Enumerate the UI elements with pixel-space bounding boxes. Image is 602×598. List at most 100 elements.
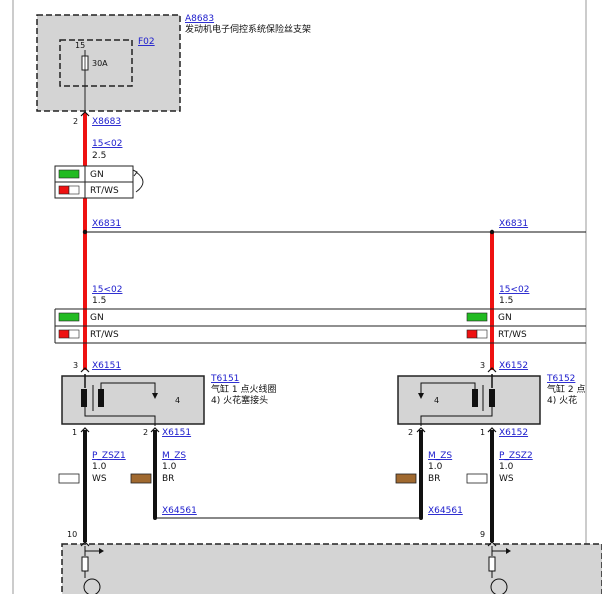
coil-right-inner-pin: 4: [434, 396, 439, 405]
coil-left-pin-b: 2: [143, 428, 148, 437]
wire-left-b-circuit[interactable]: M_ZS: [162, 451, 186, 461]
coil-left-pin-a: 1: [72, 428, 77, 437]
wire-right-b-circuit[interactable]: P_ZSZ2: [499, 451, 533, 461]
color-swatch-green-left: [58, 312, 80, 322]
coil-left-chevron-a: [80, 427, 90, 433]
coil-left-bottom-conn[interactable]: X6151: [162, 428, 191, 438]
wire-right-a-size: 1.0: [428, 462, 443, 472]
top-connector-pin: 2: [73, 117, 78, 126]
ecu-pin-right: 9: [480, 530, 485, 539]
legend-mid-right-color2: RT/WS: [498, 330, 527, 340]
coil-left-chevron-top: [80, 367, 90, 373]
twist-arrow-icon: [135, 171, 144, 193]
fuse-box: [59, 39, 133, 87]
color-swatch-white-right: [476, 329, 488, 339]
wire-left-size: 1.5: [92, 296, 106, 306]
coil-left-top-conn[interactable]: X6151: [92, 361, 121, 371]
wire-right-circuit[interactable]: 15<02: [499, 285, 529, 295]
coil-right-output-line: [420, 382, 476, 395]
coil-right-id[interactable]: T6152: [546, 374, 575, 384]
legend-top-color2: RT/WS: [90, 186, 119, 196]
ecu-pin-left: 10: [67, 530, 77, 539]
ecu-left-arrow-icon: [99, 548, 104, 554]
coil-left-inner-pin: 4: [175, 396, 180, 405]
ground-splice-right-id[interactable]: X64561: [428, 506, 463, 516]
ground-splice-dot-left: [153, 516, 157, 520]
coil-right-return-line: [420, 407, 493, 426]
coil-right-arrow-icon: [418, 393, 424, 399]
fuse-pin: 15: [75, 41, 85, 50]
wire-right-b-size: 1.0: [499, 462, 514, 472]
wire-top-circuit[interactable]: 15<02: [92, 139, 122, 149]
coil-left-arrow-icon: [152, 393, 158, 399]
wire-left-b-size: 1.0: [162, 462, 177, 472]
splice-left-id[interactable]: X6831: [92, 219, 121, 229]
color-swatch-red-right: [466, 329, 478, 339]
coil-right-primary-icon: [489, 389, 495, 407]
ecu-chevron-left: [80, 541, 90, 547]
splice-dot-left: [82, 229, 88, 235]
ecu-left-resistor-icon: [81, 556, 89, 572]
ecu-chevron-right: [487, 541, 497, 547]
wire-left-circuit[interactable]: 15<02: [92, 285, 122, 295]
coil-right-chevron-a: [416, 427, 426, 433]
ground-splice-left-id[interactable]: X64561: [162, 506, 197, 516]
ground-splice-dot-right: [419, 516, 423, 520]
color-swatch-green-right: [466, 312, 488, 322]
splice-dot-right: [489, 229, 495, 235]
coil-right-top-pin: 3: [480, 361, 485, 370]
wire-left-a-color: WS: [92, 474, 107, 484]
coil-right-name: 气缸 2 点: [547, 383, 585, 395]
coil-left-return-line: [84, 407, 156, 426]
coil-left-name: 气缸 1 点火线圈: [211, 383, 276, 395]
ecu-box[interactable]: [61, 543, 602, 598]
wire-right-a-color: BR: [428, 474, 440, 484]
twist-arrow-head-icon: [132, 169, 138, 177]
color-swatch-white-left: [68, 329, 80, 339]
coil-right-top-conn[interactable]: X6152: [499, 361, 528, 371]
color-swatch-ws-right: [466, 473, 488, 484]
color-swatch-green: [58, 169, 80, 179]
coil-left-primary-icon: [81, 389, 87, 407]
coil-left-secondary-icon: [98, 389, 104, 407]
color-swatch-red: [58, 185, 70, 195]
fuse-id[interactable]: F02: [138, 37, 155, 47]
coil-right-chevron-top: [487, 367, 497, 373]
coil-right-bottom-conn[interactable]: X6152: [499, 428, 528, 438]
color-swatch-br-left: [130, 473, 152, 484]
wire-right-a-circuit[interactable]: M_ZS: [428, 451, 452, 461]
color-swatch-ws-left: [58, 473, 80, 484]
color-swatch-white: [68, 185, 80, 195]
wire-right-size: 1.5: [499, 296, 513, 306]
coil-left-chevron-b: [150, 427, 160, 433]
coil-left-output-line: [100, 382, 156, 395]
connector-chevron-top: [80, 111, 90, 117]
fuse-carrier-box: [36, 14, 181, 112]
fuse-carrier-title: 发动机电子伺控系统保险丝支架: [185, 23, 311, 35]
legend-mid-left-color1: GN: [90, 313, 104, 323]
wire-left-b-color: BR: [162, 474, 174, 484]
coil-right-secondary-icon: [472, 389, 478, 407]
color-swatch-red-left: [58, 329, 70, 339]
legend-mid-left-color2: RT/WS: [90, 330, 119, 340]
coil-right-pin-b: 1: [480, 428, 485, 437]
color-swatch-br-right: [395, 473, 417, 484]
splice-right-id[interactable]: X6831: [499, 219, 528, 229]
coil-right-sub: 4) 火花: [547, 394, 577, 406]
fuse-carrier-id[interactable]: A8683: [185, 14, 214, 24]
legend-mid-right-color1: GN: [498, 313, 512, 323]
ecu-right-arrow-icon: [506, 548, 511, 554]
coil-left-top-pin: 3: [73, 361, 78, 370]
wire-top-size: 2.5: [92, 151, 106, 161]
legend-top-color1: GN: [90, 170, 104, 180]
wire-left-a-size: 1.0: [92, 462, 107, 472]
top-connector-id[interactable]: X8683: [92, 117, 121, 127]
coil-left-sub: 4) 火花塞接头: [211, 394, 268, 406]
coil-left-id[interactable]: T6151: [210, 374, 239, 384]
coil-right-chevron-b: [487, 427, 497, 433]
wire-left-a-circuit[interactable]: P_ZSZ1: [92, 451, 126, 461]
fuse-rating: 30A: [92, 59, 108, 68]
coil-right-pin-a: 2: [408, 428, 413, 437]
